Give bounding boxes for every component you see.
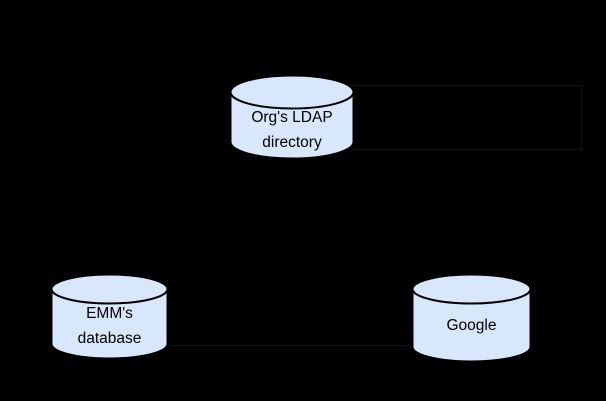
node-emms-database: EMM's database bbox=[50, 273, 169, 360]
database-cylinder-icon bbox=[50, 273, 169, 360]
database-cylinder-icon bbox=[229, 74, 355, 160]
faint-connector-box bbox=[354, 85, 582, 150]
node-orgs-ldap-directory: Org's LDAP directory bbox=[229, 74, 355, 160]
node-google: Google bbox=[411, 273, 532, 363]
node-label-line: database bbox=[77, 330, 142, 347]
node-label-line: Org's LDAP bbox=[251, 109, 333, 126]
node-label: EMM's database bbox=[50, 301, 169, 351]
node-label: Google bbox=[411, 313, 532, 338]
database-cylinder-icon bbox=[411, 273, 532, 363]
node-label-line: EMM's bbox=[86, 305, 133, 322]
connector-emm-to-google-line bbox=[170, 345, 411, 346]
node-label-line: directory bbox=[262, 134, 322, 151]
node-label-line: Google bbox=[446, 317, 497, 334]
node-label: Org's LDAP directory bbox=[229, 105, 355, 155]
